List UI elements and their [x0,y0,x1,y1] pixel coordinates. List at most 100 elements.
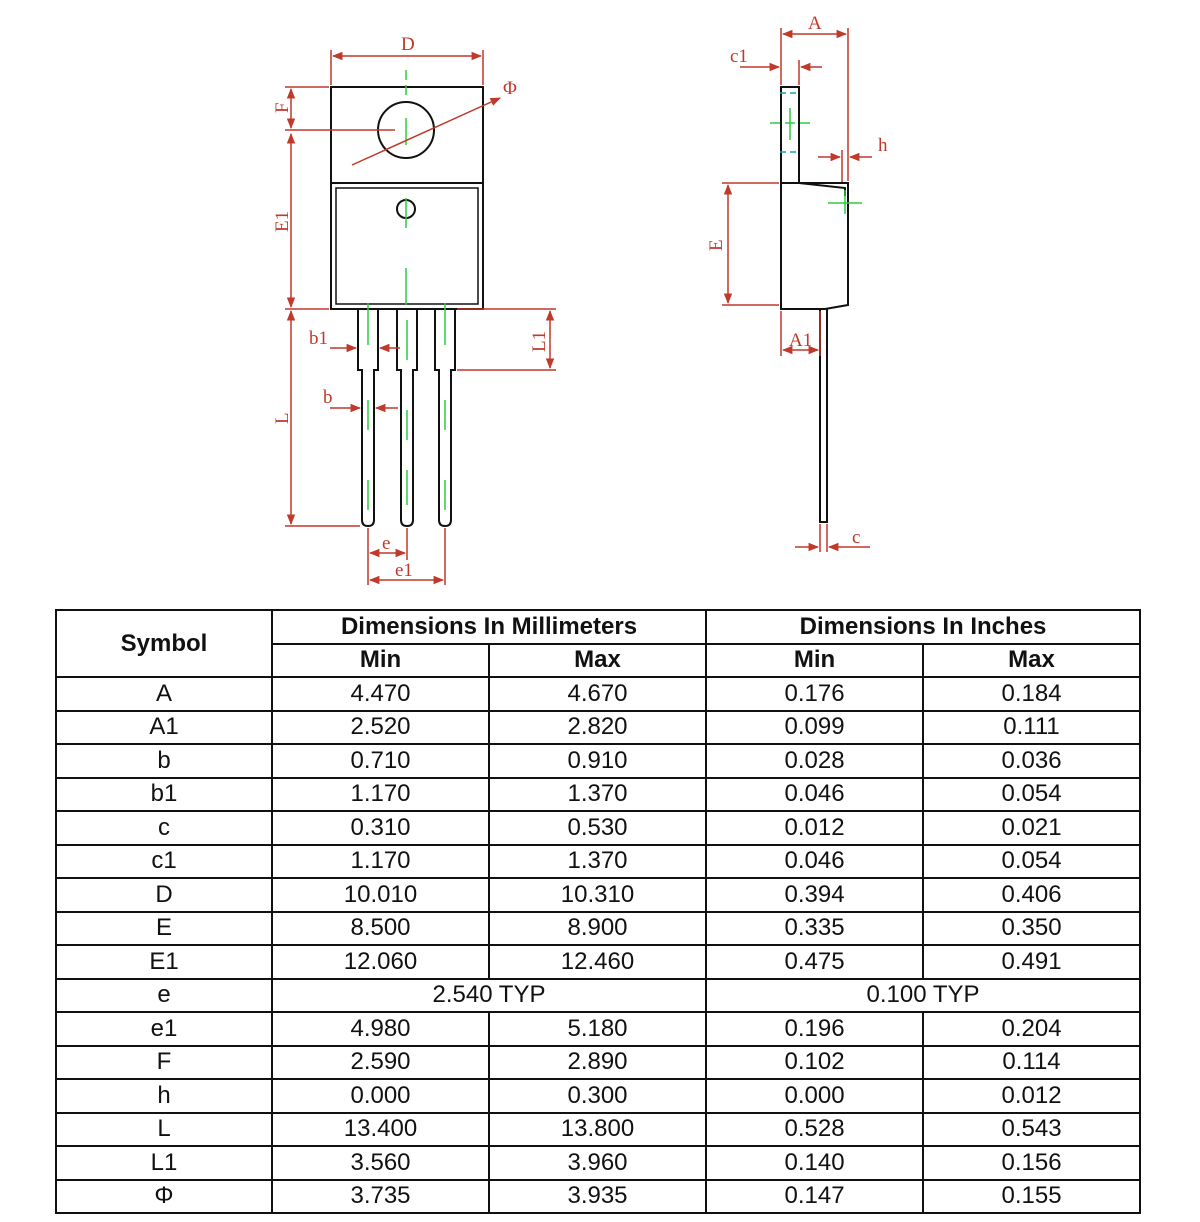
in-min-cell: 0.012 [705,810,925,846]
mm-min-cell: 0.710 [271,743,490,779]
table-row: c1 1.170 1.370 0.046 0.054 [55,843,1142,879]
header-symbol: Symbol [55,609,273,678]
in-max-cell: 0.021 [922,810,1142,846]
table-row: Φ 3.735 3.935 0.147 0.155 [55,1178,1142,1214]
in-max-cell: 0.204 [922,1011,1142,1047]
symbol-cell: A1 [55,709,273,745]
in-min-cell: 0.176 [705,676,925,712]
in-min-cell: 0.046 [705,843,925,879]
mm-min-cell: 2.590 [271,1044,490,1080]
table-row: L 13.400 13.800 0.528 0.543 [55,1111,1142,1147]
dimensions-front [285,50,556,585]
table-row: e 2.540 TYP 0.100 TYP [55,977,1142,1013]
symbol-cell: c [55,810,273,846]
label-c: c [852,527,860,548]
in-min-cell: 0.335 [705,910,925,946]
in-max-cell: 0.155 [922,1178,1142,1214]
mm-min-cell: 12.060 [271,944,490,980]
in-max-cell: 0.543 [922,1111,1142,1147]
label-F: F [272,102,293,113]
mm-max-cell: 0.910 [487,743,708,779]
front-view [330,86,484,528]
dimensions-side [722,28,872,552]
mm-min-cell: 4.980 [271,1011,490,1047]
mm-min-cell: 1.170 [271,843,490,879]
in-max-cell: 0.156 [922,1145,1142,1181]
in-max-cell: 0.012 [922,1078,1142,1114]
symbol-cell: e1 [55,1011,273,1047]
in-min-cell: 0.196 [705,1011,925,1047]
in-max-cell: 0.491 [922,944,1142,980]
in-min-cell: 0.028 [705,743,925,779]
in-min-cell: 0.000 [705,1078,925,1114]
mm-max-cell: 4.670 [487,676,708,712]
side-body [780,182,849,310]
in-max-cell: 0.114 [922,1044,1142,1080]
table-row: A 4.470 4.670 0.176 0.184 [55,676,1142,712]
mm-max-cell: 12.460 [487,944,708,980]
dimensions-table: Symbol Dimensions In Millimeters Dimensi… [55,609,1142,1214]
symbol-cell: A [55,676,273,712]
header-in-max: Max [922,642,1142,678]
table-row: e1 4.980 5.180 0.196 0.204 [55,1011,1142,1047]
in-min-cell: 0.099 [705,709,925,745]
table-row: c 0.310 0.530 0.012 0.021 [55,810,1142,846]
label-E: E [706,239,727,251]
in-min-cell: 0.528 [705,1111,925,1147]
table-row: b1 1.170 1.370 0.046 0.054 [55,776,1142,812]
side-lead [819,309,828,523]
table-row: D 10.010 10.310 0.394 0.406 [55,877,1142,913]
symbol-cell: b [55,743,273,779]
mm-typ-cell: 2.540 TYP [270,977,708,1013]
table-row: E 8.500 8.900 0.335 0.350 [55,910,1142,946]
label-h: h [878,135,888,156]
mm-max-cell: 2.890 [487,1044,708,1080]
header-mm-max: Max [487,642,708,678]
dimension-labels-side: A c1 h E A1 c [706,13,888,548]
symbol-cell: b1 [55,776,273,812]
symbol-cell: c1 [55,843,273,879]
mm-max-cell: 3.960 [487,1145,708,1181]
label-L: L [272,412,293,424]
label-b: b [323,387,333,408]
symbol-cell: F [55,1044,273,1080]
dimension-labels-front: D Φ F E1 b1 b L L1 e e1 [272,34,550,581]
in-max-cell: 0.036 [922,743,1142,779]
mm-max-cell: 10.310 [487,877,708,913]
mm-max-cell: 13.800 [487,1111,708,1147]
mm-min-cell: 1.170 [271,776,490,812]
table-row: L1 3.560 3.960 0.140 0.156 [55,1145,1142,1181]
mm-min-cell: 3.735 [271,1178,490,1214]
mm-max-cell: 1.370 [487,776,708,812]
label-b1: b1 [309,328,328,349]
symbol-cell: h [55,1078,273,1114]
mm-max-cell: 0.530 [487,810,708,846]
header-in-min: Min [705,642,925,678]
in-max-cell: 0.054 [922,843,1142,879]
centerlines-front [367,70,446,510]
in-min-cell: 0.046 [705,776,925,812]
label-e: e [382,533,390,554]
header-in-group: Dimensions In Inches [705,609,1142,645]
mm-min-cell: 0.000 [271,1078,490,1114]
label-A1: A1 [789,330,812,351]
table-row: A1 2.520 2.820 0.099 0.111 [55,709,1142,745]
symbol-cell: L [55,1111,273,1147]
mm-min-cell: 4.470 [271,676,490,712]
mm-max-cell: 3.935 [487,1178,708,1214]
in-max-cell: 0.406 [922,877,1142,913]
table-row: F 2.590 2.890 0.102 0.114 [55,1044,1142,1080]
mm-min-cell: 8.500 [271,910,490,946]
label-D: D [401,34,415,55]
mm-max-cell: 8.900 [487,910,708,946]
in-max-cell: 0.111 [922,709,1142,745]
in-min-cell: 0.475 [705,944,925,980]
label-L1: L1 [529,331,550,352]
symbol-cell: E1 [55,944,273,980]
mm-min-cell: 13.400 [271,1111,490,1147]
header-mm-min: Min [271,642,490,678]
mm-min-cell: 0.310 [271,810,490,846]
symbol-cell: L1 [55,1145,273,1181]
table-row: E1 12.060 12.460 0.475 0.491 [55,944,1142,980]
mm-max-cell: 0.300 [487,1078,708,1114]
